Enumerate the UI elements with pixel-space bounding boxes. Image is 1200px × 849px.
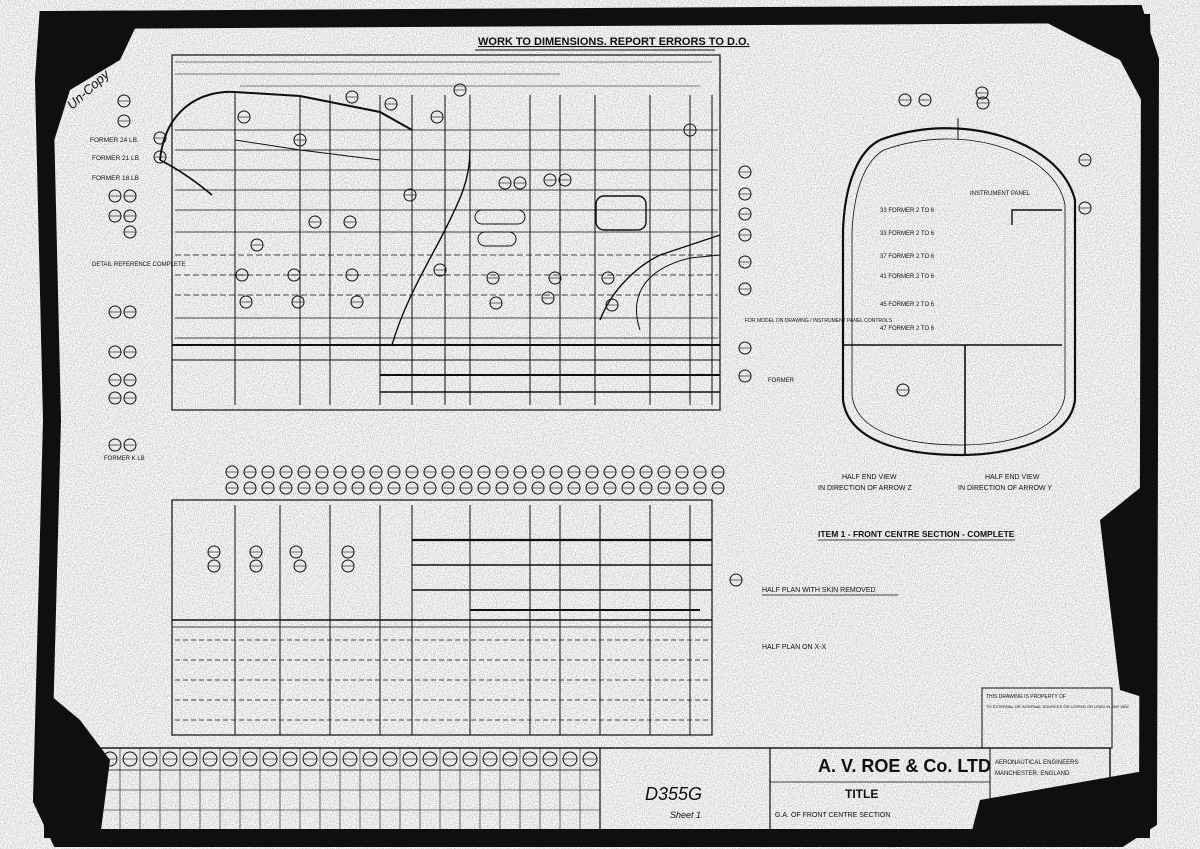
scan-noise bbox=[0, 0, 1200, 849]
engineering-drawing-sheet: WORK TO DIMENSIONS. REPORT ERRORS TO D.O… bbox=[0, 0, 1200, 849]
